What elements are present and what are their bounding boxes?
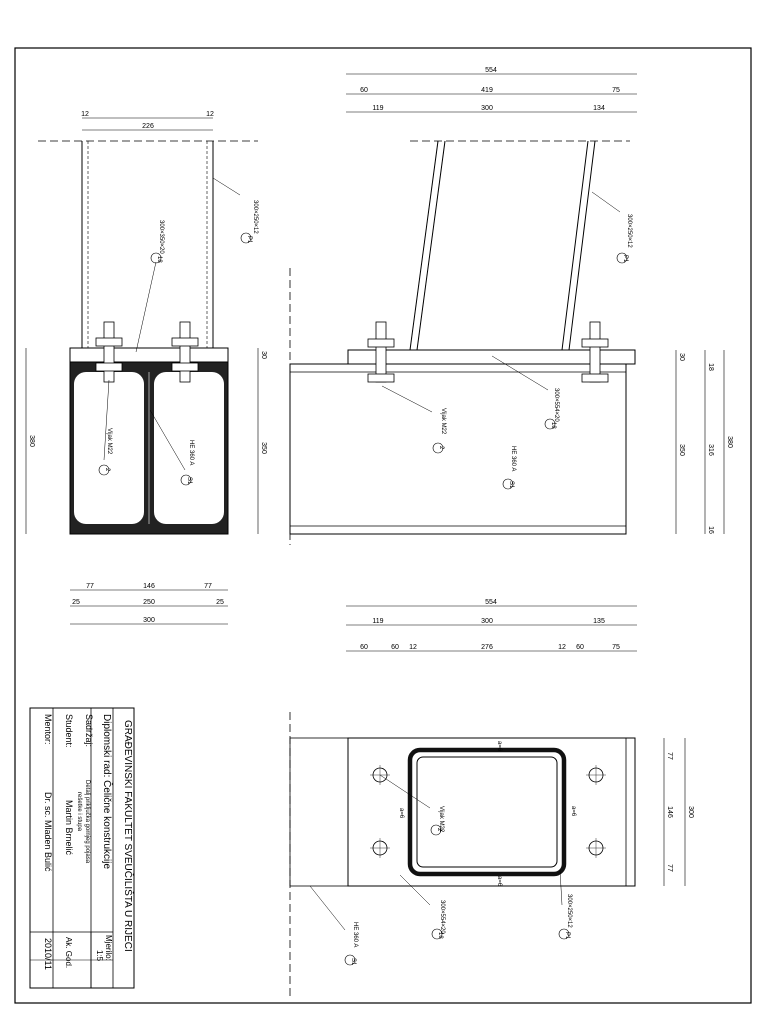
plan-dim-3d: 276	[481, 644, 493, 651]
plan-view	[289, 605, 686, 1000]
plan-weld-left: a=6	[398, 808, 404, 819]
plan-column-pos: P1	[564, 932, 570, 940]
front-h-total: 380	[726, 436, 733, 448]
front-view	[289, 73, 725, 545]
front-plate-tag: 300×554×20	[553, 388, 559, 422]
plan-weld-top: a=6	[496, 741, 502, 752]
front-bolt-pos: 2	[438, 446, 444, 450]
plan-plate-tag: 300×554×20	[439, 900, 445, 934]
plan-bolt-tag: Vijak M22	[438, 806, 444, 833]
front-dim-2a: 60	[360, 87, 368, 94]
front-dim-3b: 300	[481, 105, 493, 112]
side-column-tag: 300×250×12	[252, 200, 258, 234]
side-view-text: 12 226 12 77 146 77 25 250 25 300 380 30…	[28, 111, 267, 624]
plan-dim-3g: 75	[612, 644, 620, 651]
plan-right-b: 146	[666, 806, 673, 818]
sheet-border	[14, 47, 752, 1004]
tb-faculty: GRAĐEVINSKI FAKULTET SVEUČILIŠTA U RIJEC…	[122, 720, 135, 952]
plan-column-tag: 300×250×12	[566, 894, 572, 928]
front-view-text: 554 60 419 75 119 300 134 30 350 380 18 …	[360, 67, 733, 534]
tb-content-label: Sadržaj:	[84, 714, 94, 747]
front-beam-tag: HE 360 A	[510, 446, 516, 471]
tb-scale-value: 1:5	[95, 950, 104, 962]
side-bolt-pos: 2	[104, 468, 110, 472]
side-bot-1b: 146	[143, 583, 155, 590]
side-plate-tag: 300×350×20	[158, 220, 164, 254]
plan-beam-pos: S1	[350, 958, 356, 966]
side-bot-1c: 77	[204, 583, 212, 590]
side-dim-right: 12	[206, 111, 214, 118]
tb-year-value: 2010/11	[43, 938, 53, 970]
tb-student-label: Student:	[64, 714, 74, 748]
side-bot-3: 300	[143, 617, 155, 624]
side-view	[25, 117, 259, 625]
side-height-total: 380	[28, 435, 35, 447]
tb-content-line2: rešetke i stupa	[76, 792, 82, 832]
front-column-tag: 300×250×12	[626, 214, 632, 248]
side-bot-2b: 250	[143, 599, 155, 606]
plan-dim-2a: 119	[372, 618, 383, 625]
front-dim-3c: 134	[593, 105, 605, 112]
front-inner-c: 16	[707, 526, 714, 534]
front-h-plate: 30	[678, 353, 685, 361]
plan-dim-total: 554	[485, 599, 497, 606]
side-bolt-tag: Vijak M22	[106, 428, 112, 455]
side-dim-width: 226	[142, 123, 154, 130]
tb-thesis: Diplomski rad: Čelične konstrukcije	[101, 714, 114, 869]
plan-right-c: 77	[666, 864, 673, 872]
side-bot-1a: 77	[86, 583, 94, 590]
plan-dim-3f: 60	[576, 644, 584, 651]
side-column-pos: P1	[246, 236, 252, 244]
plan-right-a: 77	[666, 752, 673, 760]
side-bot-2a: 25	[72, 599, 80, 606]
plan-dim-3c: 12	[409, 644, 417, 651]
side-bot-2c: 25	[216, 599, 224, 606]
side-dim-left: 12	[81, 111, 89, 118]
front-dim-total: 554	[485, 67, 497, 74]
side-height-beam: 350	[260, 442, 267, 454]
plan-weld-right: a=6	[570, 806, 576, 817]
plan-weld-bottom: a=6	[496, 876, 502, 887]
title-block-text: GRAĐEVINSKI FAKULTET SVEUČILIŠTA U RIJEC…	[43, 714, 135, 970]
plan-beam-tag: HE 360 A	[352, 922, 358, 947]
front-column-pos: P1	[622, 255, 628, 263]
tb-student-name: Martin Brnelić	[64, 800, 74, 856]
plan-plate-pos: 18	[437, 932, 443, 939]
tb-mentor-name: Dr. sc. Mladen Bulić	[43, 792, 53, 872]
front-dim-3a: 119	[372, 105, 383, 112]
plan-bolt-pos: 2	[436, 828, 442, 832]
front-dim-2b: 419	[481, 87, 493, 94]
front-inner-b: 316	[707, 444, 714, 456]
side-beam-tag: HE 360 A	[188, 440, 194, 465]
plan-dim-2c: 135	[593, 618, 605, 625]
plan-dim-3b: 60	[391, 644, 399, 651]
tb-mentor-label: Mentor:	[43, 714, 53, 745]
front-dim-2c: 75	[612, 87, 620, 94]
tb-year-label: Ak. God.	[64, 937, 73, 968]
tb-scale-label: Mjerilo:	[104, 935, 113, 961]
side-beam-pos: S1	[186, 477, 192, 485]
front-bolt-tag: Vijak M22	[440, 408, 446, 435]
plan-dim-3e: 12	[558, 644, 566, 651]
tb-content-line1: Detalj priključka gornjeg pojasa	[84, 780, 90, 864]
front-h-beam: 350	[678, 444, 685, 456]
plan-right-total: 300	[687, 806, 694, 818]
plan-dim-3a: 60	[360, 644, 368, 651]
front-inner-a: 18	[707, 363, 714, 371]
title-block	[29, 707, 135, 989]
front-beam-pos: S1	[508, 481, 514, 489]
front-plate-pos: 18	[550, 422, 556, 429]
plan-dim-2b: 300	[481, 618, 493, 625]
side-plate-pos: 18	[156, 256, 162, 263]
plan-view-text: 554 119 300 135 60 60 12 276 12 60 75 77…	[350, 599, 694, 966]
side-height-plate: 30	[260, 351, 267, 359]
